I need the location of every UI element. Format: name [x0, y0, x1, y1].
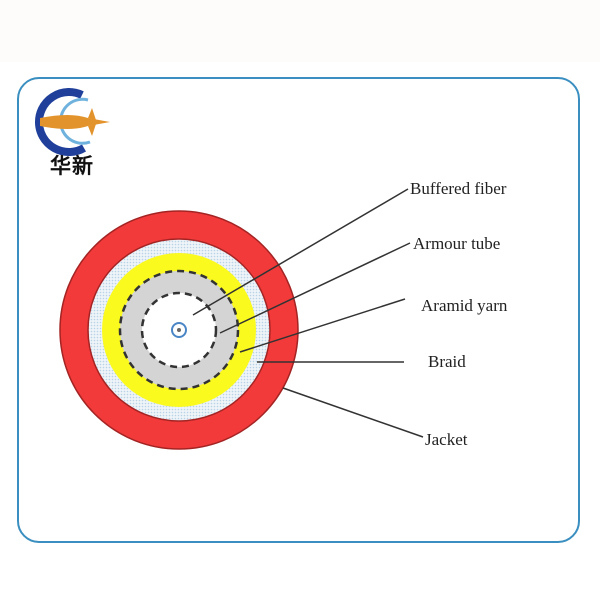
logo-arc [35, 88, 86, 156]
label-aramid-yarn: Aramid yarn [421, 296, 508, 315]
leader-armour-tube [219, 242, 411, 334]
label-jacket: Jacket [425, 430, 468, 449]
top-band [0, 0, 600, 62]
label-braid: Braid [428, 352, 466, 371]
label-buffered-fiber: Buffered fiber [410, 179, 507, 198]
logo-star [40, 115, 110, 129]
label-armour-tube: Armour tube [413, 234, 500, 253]
company-logo [35, 88, 110, 156]
logo-text: 华新 [50, 154, 94, 178]
leader-buffered-fiber [192, 188, 409, 316]
leader-jacket [282, 387, 424, 438]
leader-aramid-yarn [239, 298, 406, 353]
